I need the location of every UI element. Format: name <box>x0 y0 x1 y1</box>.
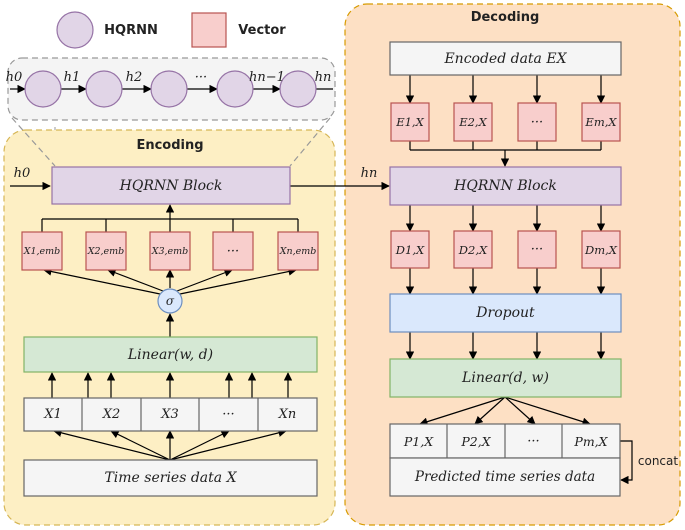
chain-node-1 <box>24 70 62 108</box>
legend-hqrnn-label: HQRNN <box>104 22 158 38</box>
prediction-label: ··· <box>527 433 540 449</box>
decoded-vector-label: D2,X <box>458 242 488 257</box>
zoom-connector <box>54 127 291 130</box>
legend-vector-swatch <box>191 12 227 48</box>
encoded-vector-label: E2,X <box>459 115 487 129</box>
embedding-label: ··· <box>226 243 240 259</box>
encoded-vector-label: ··· <box>530 114 544 130</box>
encoding-h0-label: h0 <box>13 165 31 181</box>
decoder-linear-label: Linear(d, w) <box>462 370 549 386</box>
zoom-funnel <box>11 117 331 167</box>
embedding-label: X1,emb <box>23 245 61 257</box>
input-row <box>23 397 318 432</box>
decoder-block <box>389 166 622 206</box>
encoded-vector-label: Em,X <box>585 115 617 129</box>
decoding-arrows <box>405 75 633 485</box>
dropout-label: Dropout <box>476 305 535 321</box>
encoder-linear-label: Linear(w, d) <box>127 346 214 363</box>
input-label: Xn <box>278 407 297 422</box>
decoded-vector-3 <box>517 230 557 269</box>
prediction-label: Pm,X <box>574 433 608 449</box>
chain-node-4 <box>216 70 254 108</box>
input-label: X3 <box>161 407 179 422</box>
concat-label: concat <box>637 454 679 468</box>
encoder-block-label: HQRNN Block <box>119 177 223 194</box>
encoded-vector-3 <box>517 102 557 142</box>
embedding-box-3 <box>149 231 191 271</box>
embedding-box-4 <box>212 231 254 271</box>
dropout-box <box>389 293 622 333</box>
source-data-box <box>23 459 318 497</box>
decoded-vector-label: ··· <box>530 242 544 257</box>
chain-node-2 <box>85 70 123 108</box>
input-label: ··· <box>222 407 235 422</box>
embedding-box-2 <box>85 231 127 271</box>
embedding-label: X3,emb <box>151 245 189 257</box>
encoded-data-label: Encoded data EX <box>444 50 567 67</box>
decoded-vector-4 <box>581 230 621 269</box>
embedding-box-5 <box>277 231 319 271</box>
prediction-label: P1,X <box>403 433 434 449</box>
decoding-title: Decoding <box>470 9 540 25</box>
encoder-linear <box>23 336 318 373</box>
predicted-data-label: Predicted time series data <box>414 469 596 485</box>
decoder-linear <box>389 358 622 398</box>
chain-state-label: h1 <box>63 69 81 85</box>
decoded-vector-label: Dm,X <box>585 242 617 257</box>
encoder-block <box>51 166 291 205</box>
embedding-label: Xn,emb <box>279 245 317 257</box>
chain-state-label: hn−1 <box>249 69 285 85</box>
prediction-dividers <box>446 424 563 458</box>
input-label: X1 <box>44 407 62 422</box>
encoded-vector-1 <box>390 102 430 142</box>
encoding-arrows <box>10 181 390 461</box>
encoding-title: Encoding <box>136 137 204 153</box>
encoded-vector-2 <box>453 102 493 142</box>
decoded-vector-2 <box>453 230 493 269</box>
input-label: X2 <box>102 407 121 422</box>
chain-state-label: h2 <box>125 69 143 85</box>
chain-state-label: h0 <box>5 69 23 85</box>
input-dividers <box>81 398 259 431</box>
chain-node-3 <box>150 70 188 108</box>
embedding-box-1 <box>21 231 63 271</box>
decoding-hn-label: hn <box>360 165 378 181</box>
decoded-vector-label: D1,X <box>395 242 425 257</box>
chain-state-label: hn <box>314 69 332 85</box>
encoded-data-box <box>389 41 622 76</box>
chain-state-label: ··· <box>194 69 208 85</box>
decoded-vector-1 <box>390 230 430 269</box>
legend-vector-label: Vector <box>238 22 286 38</box>
sigma-label: σ <box>165 294 175 308</box>
encoded-vector-label: E1,X <box>396 115 424 129</box>
decoder-block-label: HQRNN Block <box>454 178 557 194</box>
sigma-node <box>157 288 183 314</box>
encoded-vector-4 <box>581 102 621 142</box>
embedding-label: X2,emb <box>87 245 125 257</box>
predicted-data-box <box>389 457 621 497</box>
source-data-label: Time series data X <box>104 470 237 486</box>
legend-hqrnn-swatch <box>56 11 94 49</box>
prediction-label: P2,X <box>461 433 491 449</box>
chain-node-5 <box>279 70 317 108</box>
